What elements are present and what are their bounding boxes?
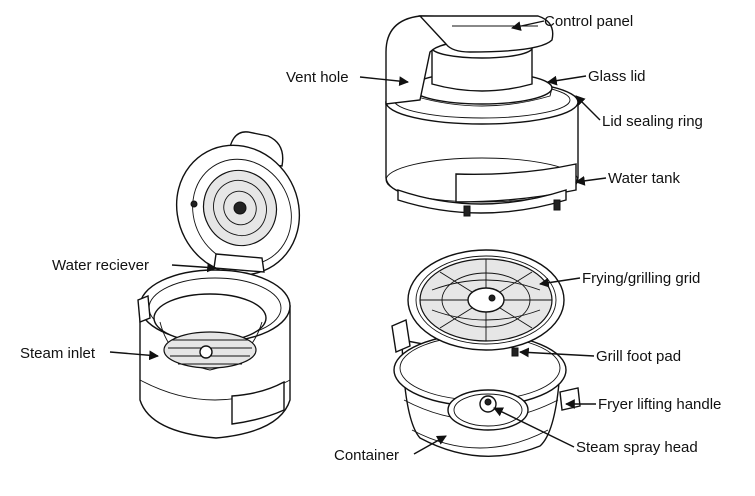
label-steam-inlet: Steam inlet [20, 345, 96, 362]
label-water-tank: Water tank [608, 170, 680, 187]
label-steam-spray-head: Steam spray head [576, 439, 698, 456]
assembled-appliance [385, 15, 579, 217]
open-appliance [137, 131, 301, 439]
label-vent-hole: Vent hole [286, 69, 349, 86]
label-lid-sealing-ring: Lid sealing ring [602, 113, 703, 130]
label-fryer-lifting-handle: Fryer lifting handle [598, 396, 721, 413]
grid-and-container [391, 249, 581, 457]
label-frying-grilling-grid: Frying/grilling grid [582, 270, 700, 287]
label-glass-lid: Glass lid [588, 68, 646, 85]
label-water-reciever: Water reciever [52, 257, 149, 274]
label-grill-foot-pad: Grill foot pad [596, 348, 681, 365]
leader-lines [109, 20, 607, 455]
callout-labels: Control panel Vent hole Glass lid Lid se… [20, 13, 721, 464]
label-control-panel: Control panel [544, 13, 633, 30]
label-container: Container [334, 447, 399, 464]
